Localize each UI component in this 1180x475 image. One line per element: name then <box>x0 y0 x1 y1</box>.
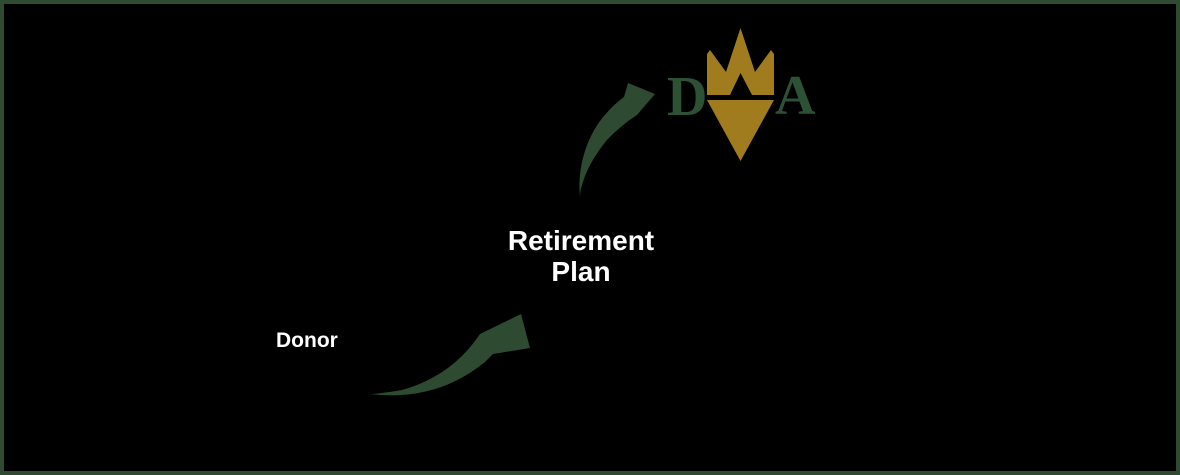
arrow-plan-to-organization-icon <box>579 83 655 197</box>
logo-letter-d: D <box>667 66 708 128</box>
logo-letter-a: A <box>775 65 816 127</box>
logo-crown-icon <box>707 28 774 95</box>
arrow-donor-to-plan-icon <box>370 314 530 396</box>
logo-triangle-icon <box>707 100 774 161</box>
retirement-plan-line2: Plan <box>551 256 611 287</box>
donor-label: Donor <box>276 329 338 352</box>
diagram-artwork <box>370 28 774 396</box>
retirement-plan-line1: Retirement <box>507 225 655 256</box>
retirement-plan-label: Retirement Plan <box>451 225 711 287</box>
